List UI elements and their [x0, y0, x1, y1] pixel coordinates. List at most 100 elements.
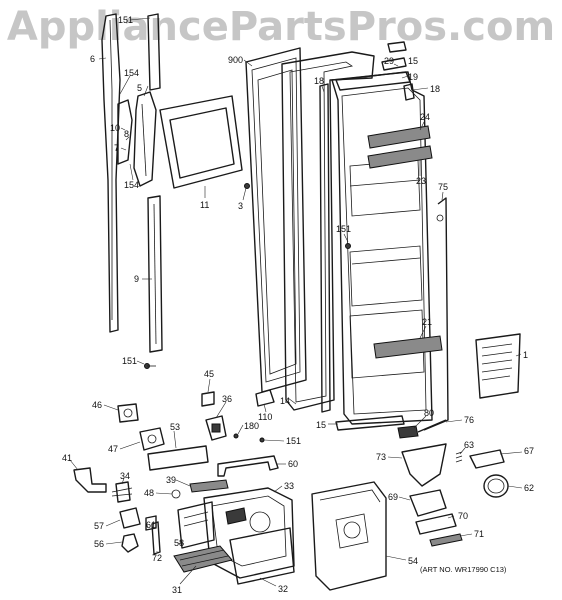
label-6: 6: [90, 54, 95, 64]
module-58[interactable]: [177, 501, 215, 549]
clip-61[interactable]: [145, 515, 157, 531]
watermark: AppliancePartsPros.com: [6, 4, 556, 50]
label-10: 10: [110, 123, 120, 133]
door-outer-panel[interactable]: [281, 51, 375, 411]
bracket-41[interactable]: [73, 467, 107, 493]
label-31: 31: [172, 585, 182, 595]
label-15-bottom: 15: [316, 420, 326, 430]
label-36: 36: [222, 394, 232, 404]
door-liner[interactable]: [331, 71, 433, 425]
label-1: 1: [523, 350, 528, 360]
label-23: 23: [416, 176, 426, 186]
funnel-73[interactable]: [401, 443, 447, 487]
label-39: 39: [166, 475, 176, 485]
label-41: 41: [62, 453, 72, 463]
label-21: 21: [422, 317, 432, 327]
label-69: 69: [388, 492, 398, 502]
screw-151-liner[interactable]: [345, 243, 351, 249]
switch-46[interactable]: [117, 403, 139, 423]
label-8: 8: [124, 129, 129, 139]
screw-180[interactable]: [233, 433, 239, 439]
handle-5[interactable]: [133, 91, 157, 187]
screw-151-mid[interactable]: [259, 437, 265, 443]
dispenser-housing-33[interactable]: [203, 487, 295, 579]
handle-bracket-10[interactable]: [117, 99, 133, 165]
label-7: 7: [114, 143, 119, 153]
label-29: 29: [384, 56, 394, 66]
door-gasket-900[interactable]: [245, 47, 307, 393]
label-45: 45: [204, 369, 214, 379]
clip-29[interactable]: [387, 41, 407, 53]
actuator-57[interactable]: [119, 507, 141, 529]
bin-24[interactable]: [367, 125, 431, 149]
hinge-80[interactable]: [397, 425, 419, 439]
label-151-liner: 151: [336, 224, 351, 234]
plate-53[interactable]: [147, 445, 209, 471]
pin-71[interactable]: [429, 533, 463, 547]
housing-32[interactable]: [229, 527, 295, 585]
label-76: 76: [464, 415, 474, 425]
strip-39[interactable]: [189, 479, 229, 493]
label-34: 34: [120, 471, 130, 481]
label-61: 61: [146, 520, 156, 530]
screw-3[interactable]: [244, 183, 250, 189]
housing-47[interactable]: [139, 427, 165, 451]
bracket-67[interactable]: [469, 449, 505, 469]
label-110: 110: [258, 412, 272, 422]
bin-21[interactable]: [373, 335, 443, 359]
label-71: 71: [474, 529, 484, 539]
label-53: 53: [170, 422, 180, 432]
label-151-mid: 151: [286, 436, 301, 446]
label-75: 75: [438, 182, 448, 192]
label-57: 57: [94, 521, 104, 531]
harness-34[interactable]: [111, 481, 133, 503]
label-18-left: 18: [314, 76, 324, 86]
label-900: 900: [228, 55, 243, 65]
drip-tray-31[interactable]: [173, 545, 233, 573]
switch-36[interactable]: [205, 415, 227, 441]
plug-48[interactable]: [171, 489, 181, 499]
label-48: 48: [144, 488, 154, 498]
wire-76[interactable]: [417, 419, 447, 433]
label-58: 58: [174, 538, 184, 548]
screw-151-lower[interactable]: [144, 363, 157, 369]
label-67: 67: [524, 446, 534, 456]
ring-62[interactable]: [483, 474, 509, 498]
label-73: 73: [376, 452, 386, 462]
dispenser-cover-54[interactable]: [311, 481, 387, 591]
label-151-top: 151: [118, 15, 133, 25]
top-cap-19[interactable]: [335, 71, 411, 91]
trim-strip-upper[interactable]: [147, 13, 161, 91]
leader-lines: [69, 17, 523, 587]
label-5: 5: [137, 83, 142, 93]
spring-63[interactable]: [455, 451, 463, 463]
dispenser-frame-11[interactable]: [159, 95, 243, 189]
trim-strip-6[interactable]: [101, 13, 121, 333]
bracket-70[interactable]: [415, 513, 457, 535]
label-180: 180: [244, 421, 259, 431]
label-63: 63: [464, 440, 474, 450]
label-9: 9: [134, 274, 139, 284]
label-24: 24: [420, 112, 430, 122]
label-151-lower: 151: [122, 356, 137, 366]
label-60: 60: [288, 459, 298, 469]
bracket-45[interactable]: [201, 391, 215, 407]
label-19: 19: [408, 72, 418, 82]
cap-15-bottom[interactable]: [335, 415, 405, 431]
instruction-card-1[interactable]: [475, 333, 521, 399]
label-56: 56: [94, 539, 104, 549]
knob-56[interactable]: [121, 533, 139, 553]
label-33: 33: [284, 481, 294, 491]
lever-72[interactable]: [151, 521, 161, 555]
liner-strip-18-right[interactable]: [403, 83, 415, 101]
bin-23[interactable]: [367, 145, 433, 169]
label-3: 3: [238, 201, 243, 211]
label-11: 11: [200, 200, 209, 210]
handle-60[interactable]: [217, 455, 279, 477]
chute-69[interactable]: [409, 489, 447, 517]
cap-15-top[interactable]: [381, 57, 407, 71]
cam-110[interactable]: [255, 389, 275, 407]
trim-strip-9[interactable]: [147, 195, 163, 353]
liner-strip-18-left[interactable]: [319, 83, 331, 413]
